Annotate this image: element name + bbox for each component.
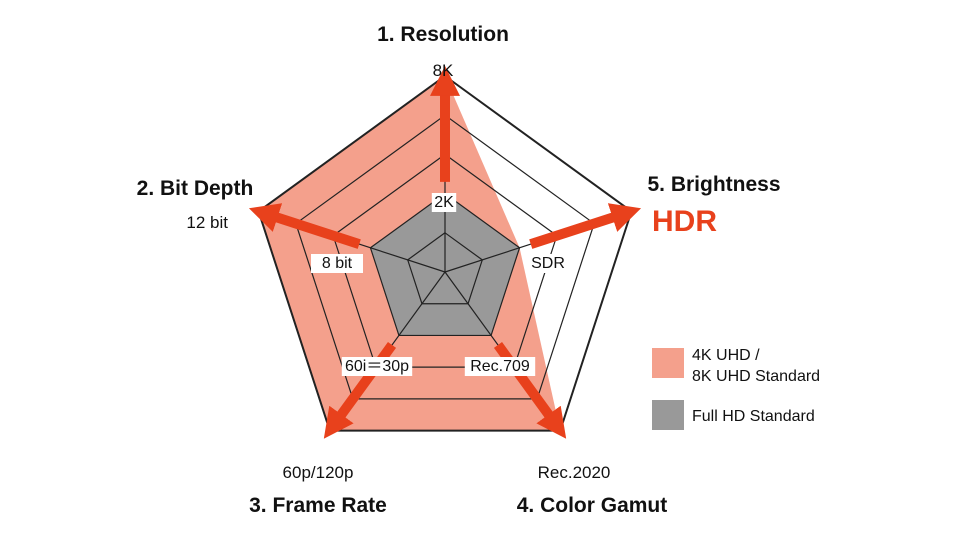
full-hd-label-backing-4: [341, 357, 413, 376]
grid-ring-1: [407, 232, 483, 305]
upgrade-arrow-2: [529, 203, 642, 249]
full-hd-label-backing-2: [531, 254, 565, 273]
uhd-level-label-4: 60p/120p: [283, 463, 354, 482]
full-hd-label-backing-5: [311, 254, 363, 273]
full-hd-label-backing-3: [464, 357, 536, 376]
full-hd-label-backing-1: [431, 193, 457, 212]
uhd-level-label-1: 8K: [433, 61, 454, 80]
axis-title-4: 3. Frame Rate: [249, 494, 387, 517]
grid-ring-2: [369, 192, 521, 337]
legend-swatch-2: [652, 400, 684, 430]
series-layer: [258, 76, 561, 431]
axis-title-2: 5. Brightness: [647, 173, 780, 196]
axis-title-1: 1. Resolution: [377, 23, 509, 46]
legend-label-2-line-1: Full HD Standard: [692, 408, 815, 425]
full-hd-level-label-2: SDR: [531, 255, 565, 272]
uhd-level-label-5: 12 bit: [186, 213, 228, 232]
full-hd-level-label-3: Rec.709: [470, 358, 530, 375]
uhd-level-label-3: Rec.2020: [538, 463, 611, 482]
grid-ring-3: [332, 153, 558, 368]
legend-swatch-1: [652, 348, 684, 378]
axis-title-3: 4. Color Gamut: [517, 494, 668, 517]
legend-label-1-line-2: 8K UHD Standard: [692, 368, 820, 385]
full-hd-level-label-1: 2K: [434, 194, 454, 211]
axis-title-5: 2. Bit Depth: [137, 177, 254, 200]
full-hd-level-label-4: 60i＝30p: [345, 358, 409, 375]
uhd-level-label-2: HDR: [652, 205, 717, 238]
upgrade-arrow-5: [248, 203, 361, 249]
grid-ring-5: [257, 74, 633, 432]
full-hd-level-label-5: 8 bit: [322, 255, 353, 272]
legend-label-1-line-1: 4K UHD /: [692, 347, 760, 364]
grid-ring-4: [295, 114, 595, 400]
